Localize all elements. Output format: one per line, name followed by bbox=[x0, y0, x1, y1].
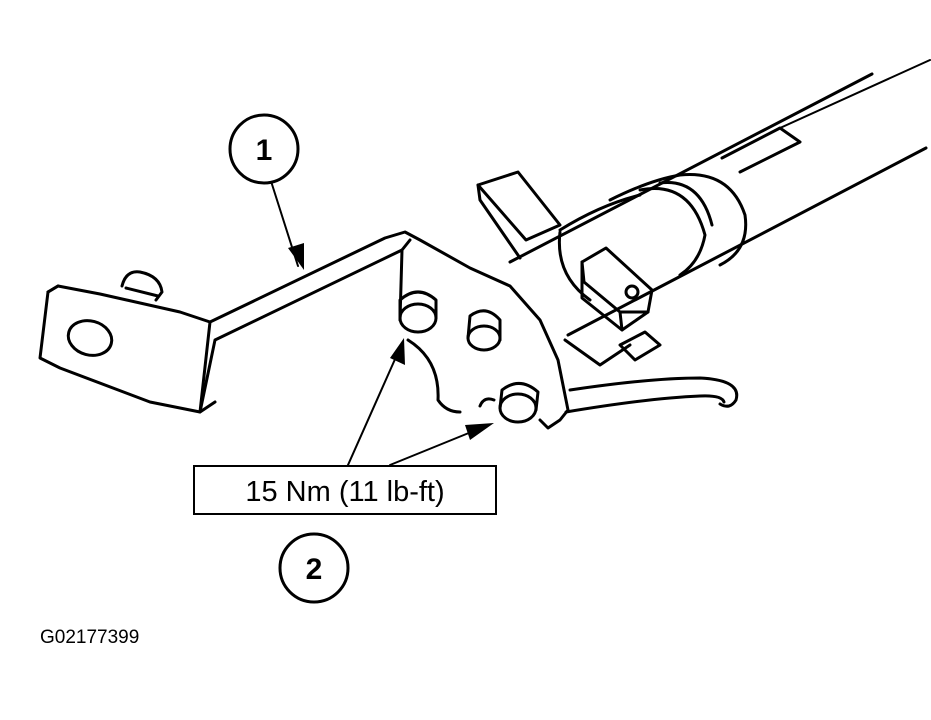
callout-1-circle bbox=[228, 113, 300, 185]
callout-1-number: 1 bbox=[256, 134, 273, 167]
arrowhead-2a bbox=[390, 338, 405, 365]
callout-leaders bbox=[269, 177, 487, 511]
release-lever bbox=[564, 376, 739, 414]
callout-2-circle bbox=[278, 532, 350, 604]
bracket-bolts bbox=[398, 290, 540, 424]
column-clamp bbox=[563, 246, 662, 367]
arrowhead-2b bbox=[465, 423, 494, 440]
upper-tab bbox=[476, 170, 562, 260]
callout-2: 2 bbox=[278, 532, 350, 604]
steering-column-shaft bbox=[508, 59, 931, 337]
column-collar bbox=[557, 173, 748, 302]
mounting-bracket bbox=[38, 230, 570, 430]
figure-id: G02177399 bbox=[40, 627, 139, 648]
arrowhead-1 bbox=[288, 243, 304, 270]
callout-1: 1 bbox=[228, 113, 300, 185]
callout-2-number: 2 bbox=[306, 553, 323, 586]
torque-spec-frame bbox=[193, 465, 497, 515]
torque-spec-box: 15 Nm (11 lb-ft) bbox=[193, 465, 497, 515]
torque-spec-label: 15 Nm (11 lb-ft) bbox=[245, 476, 444, 508]
